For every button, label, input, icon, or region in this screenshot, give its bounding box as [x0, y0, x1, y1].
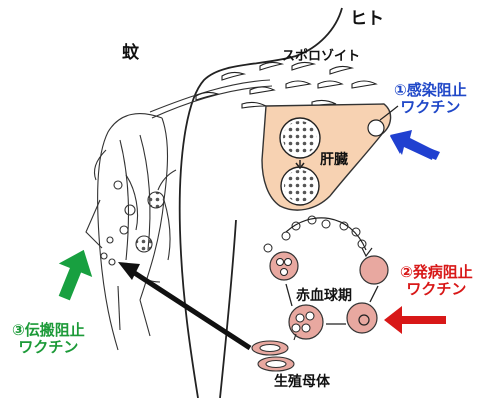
infection-blocking-vaccine-label: ①感染阻止 ワクチン [394, 82, 467, 117]
mosquito-drawing [86, 114, 176, 350]
disease-blocking-arrow [384, 306, 446, 334]
gametocytes [252, 334, 296, 371]
transmission-blocking-arrow [48, 243, 101, 305]
gametocyte-label: 生殖母体 [274, 374, 330, 390]
erythrocytic-stage-label: 赤血球期 [296, 288, 352, 304]
transmission-black-arrow [118, 262, 250, 348]
sporozoite-label: スポロゾイト [282, 50, 360, 65]
infection-blocking-line2: ワクチン [394, 99, 467, 116]
disease-blocking-vaccine-label: ②発病阻止 ワクチン [400, 264, 473, 299]
liver-label: 肝臓 [320, 152, 348, 168]
infection-blocking-line1: ①感染阻止 [394, 82, 467, 99]
human-label: ヒト [350, 10, 384, 30]
transmission-blocking-line1: ③伝搬阻止 [12, 322, 85, 339]
proboscis-path [150, 80, 272, 118]
disease-blocking-line2: ワクチン [400, 281, 473, 298]
transmission-blocking-line2: ワクチン [12, 339, 85, 356]
mosquito-label: 蚊 [122, 44, 139, 64]
disease-blocking-line1: ②発病阻止 [400, 264, 473, 281]
merozoites [264, 216, 366, 252]
transmission-blocking-vaccine-label: ③伝搬阻止 ワクチン [12, 322, 85, 357]
